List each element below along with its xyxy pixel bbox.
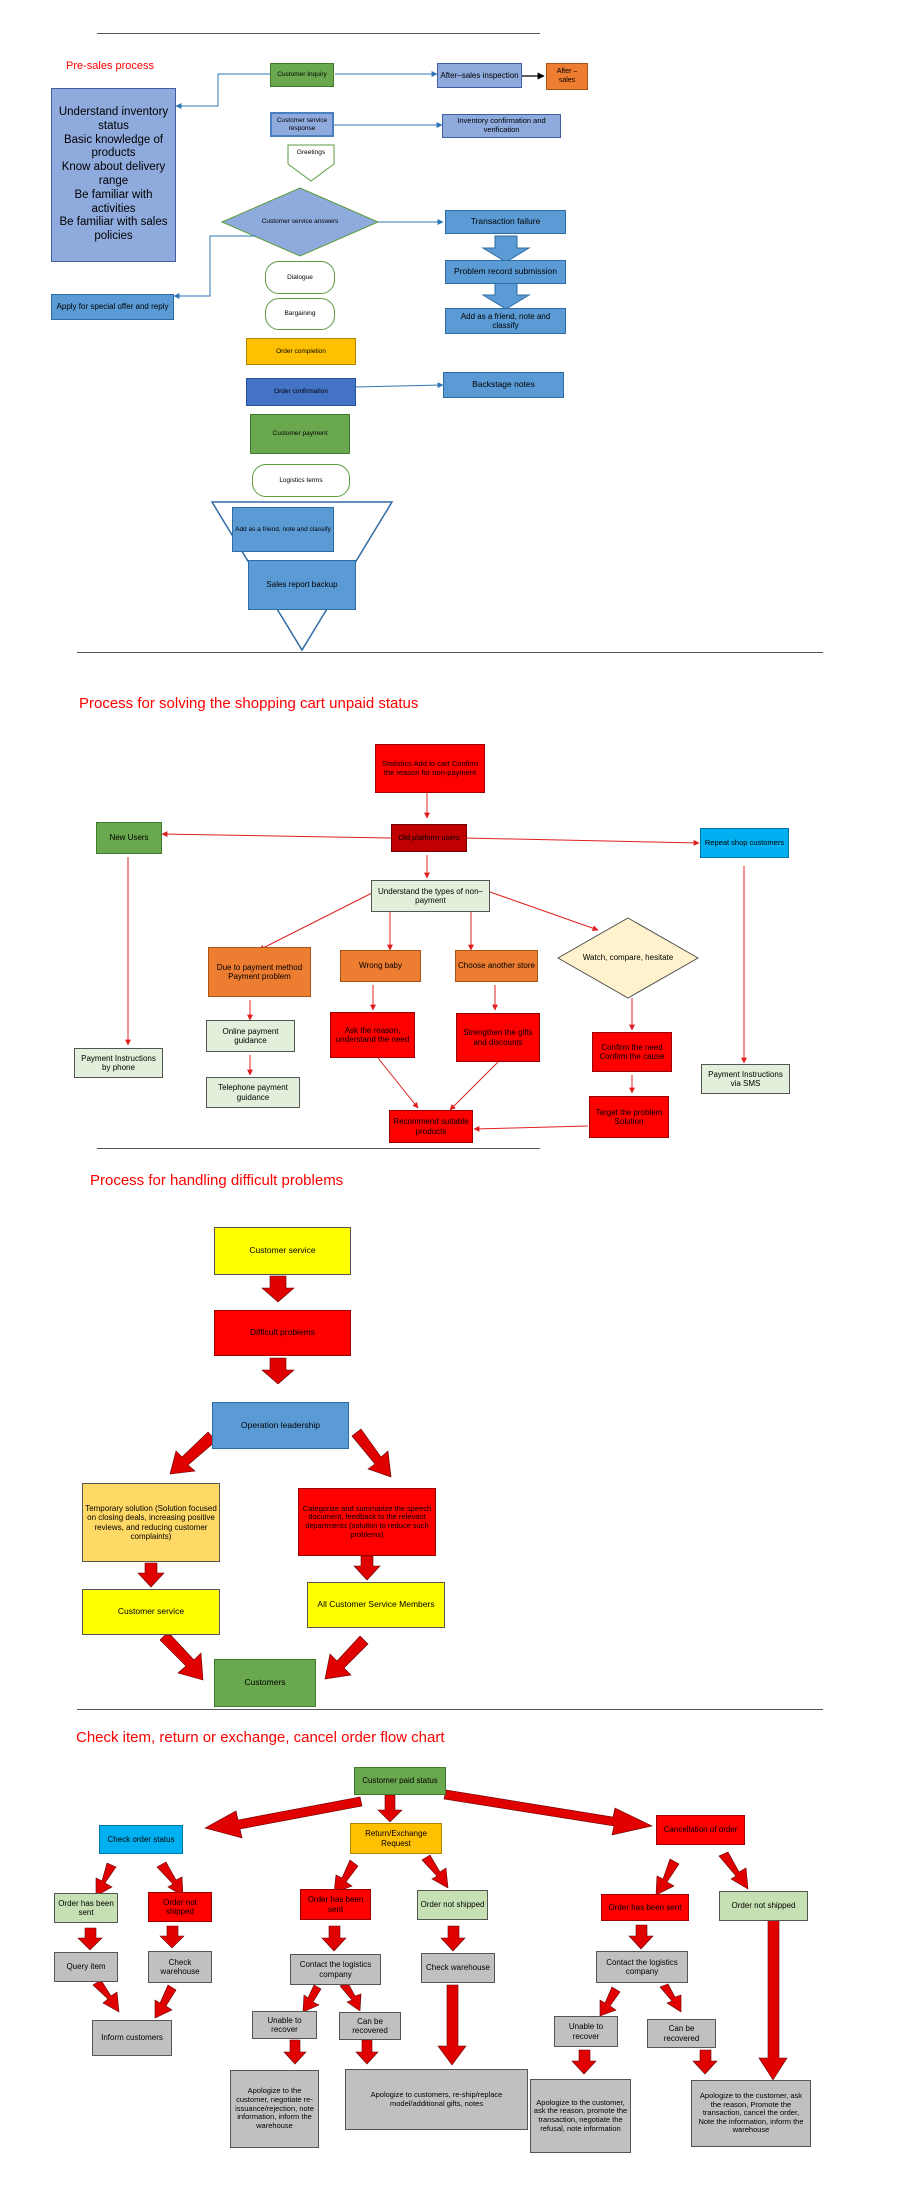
- check-order-status-node: Check order status: [99, 1825, 183, 1854]
- difficult-problems-node: Difficult problems: [214, 1310, 351, 1356]
- top-divider: [97, 33, 540, 34]
- inform-customers-node: Inform customers: [92, 2020, 172, 2056]
- customer-inquiry-node: Customer Inquiry: [270, 63, 334, 87]
- temporary-solution-node: Temporary solution (Solution focused on …: [82, 1483, 220, 1562]
- inventory-confirmation-node: Inventory confirmation and verification: [442, 114, 561, 138]
- sales-report-node: Sales report backup: [248, 560, 356, 610]
- down-block-arrow-1: [481, 235, 531, 263]
- m-check-warehouse-node: Check warehouse: [421, 1953, 495, 1983]
- r-order-sent-node: Order has been sent: [601, 1894, 689, 1921]
- greetings-shape: [287, 144, 335, 182]
- watch-compare-label: Watch, compare, hesitate: [582, 953, 674, 963]
- m-apologize-reissue-node: Apologize to the customer, negotiate re-…: [230, 2070, 319, 2148]
- r-unable-recover-node: Unable to recover: [554, 2016, 618, 2047]
- phone-instructions-node: Payment Instructions by phone: [74, 1048, 163, 1078]
- r-can-recover-node: Can be recovered: [647, 2019, 716, 2048]
- strengthen-gifts-node: Strengthen the gifts and discounts: [456, 1013, 540, 1062]
- wrong-baby-node: Wrong baby: [340, 950, 421, 982]
- special-offer-node: Apply for special offer and reply: [51, 294, 174, 320]
- cs-left-node: Customer service: [82, 1589, 220, 1635]
- logistics-terms-node: Logistics terms: [252, 464, 350, 497]
- confirm-need-node: Confirm the need Confirm the cause: [592, 1032, 672, 1072]
- knowledge-item: Understand inventory status: [58, 106, 169, 132]
- l-order-not-shipped-node: Order not shipped: [148, 1892, 212, 1922]
- order-confirmation-node: Order confirmation: [246, 378, 356, 406]
- query-item-node: Query item: [54, 1952, 118, 1982]
- all-members-node: All Customer Service Members: [307, 1582, 445, 1628]
- l-check-warehouse-node: Check warehouse: [148, 1951, 212, 1983]
- after-sales-node: After –sales: [546, 63, 588, 90]
- online-guidance-node: Online payment guidance: [206, 1020, 295, 1052]
- greetings-label: Greetings: [296, 149, 326, 157]
- statistics-node: Statistics Add to cart Confirm the reaso…: [375, 744, 485, 793]
- cs-answers-label: Customer service answers: [261, 218, 339, 226]
- target-problem-node: Target the problem Solution: [589, 1096, 669, 1138]
- customer-payment-node: Customer payment: [250, 414, 350, 454]
- l-order-sent-node: Order has been sent: [54, 1893, 118, 1923]
- transaction-failure-node: Transaction failure: [445, 210, 566, 234]
- after-sales-inspection-node: After–sales inspection: [437, 63, 522, 88]
- m-apologize-reship-node: Apologize to customers, re-ship/replace …: [345, 2069, 528, 2130]
- r-contact-logistics-node: Contact the logistics company: [596, 1951, 688, 1983]
- cs-top-node: Customer service: [214, 1227, 351, 1275]
- cs-response-node: Customer service response: [270, 112, 334, 137]
- backstage-notes-node: Backstage notes: [443, 372, 564, 398]
- r-apologize-cancel-node: Apologize to the customer, ask the reaso…: [691, 2080, 811, 2147]
- dialogue-node: Dialogue: [265, 261, 335, 294]
- down-block-arrow-2: [481, 282, 531, 310]
- order-flow-title: Check item, return or exchange, cancel o…: [76, 1729, 445, 1746]
- sms-instructions-node: Payment Instructions via SMS: [701, 1064, 790, 1094]
- r-order-not-shipped-node: Order not shipped: [719, 1891, 808, 1921]
- m-order-not-shipped-node: Order not shipped: [417, 1890, 488, 1920]
- confirmation-to-backstage-arrow: [354, 382, 444, 389]
- r-apologize-refusal-node: Apologize to the customer, ask the reaso…: [530, 2079, 631, 2153]
- customers-node: Customers: [214, 1659, 316, 1707]
- add-friend-funnel-node: Add as a friend, note and classify: [232, 507, 334, 552]
- cancellation-node: Cancellation of order: [656, 1815, 745, 1845]
- new-users-node: New Users: [96, 822, 162, 854]
- divider-3: [97, 1148, 540, 1149]
- inquiry-to-knowledge-arrow: [175, 73, 270, 109]
- m-contact-logistics-node: Contact the logistics company: [290, 1954, 381, 1985]
- m-unable-recover-node: Unable to recover: [252, 2011, 317, 2039]
- divider-4: [77, 1709, 823, 1710]
- recommend-node: Recommend suitable products: [389, 1110, 473, 1143]
- knowledge-box: Understand inventory status Basic knowle…: [51, 88, 176, 262]
- repeat-customers-node: Repeat shop customers: [700, 828, 789, 858]
- categorize-node: Categorize and summarize the speech docu…: [298, 1488, 436, 1556]
- knowledge-item: Know about delivery range: [61, 161, 166, 187]
- knowledge-item: Basic knowledge of products: [63, 133, 164, 160]
- cart-title: Process for solving the shopping cart un…: [79, 695, 419, 712]
- answers-to-offer-arrow: [173, 235, 256, 299]
- bargaining-node: Bargaining: [265, 298, 335, 330]
- m-can-recover-node: Can be recovered: [339, 2012, 401, 2040]
- operation-leadership-node: Operation leadership: [212, 1402, 349, 1449]
- knowledge-item: Be familiar with sales policies: [59, 216, 168, 243]
- payment-method-node: Due to payment method Payment problem: [208, 947, 311, 997]
- cs-answers-diamond: [220, 187, 380, 257]
- telephone-guidance-node: Telephone payment guidance: [206, 1077, 300, 1108]
- order-completion-node: Order completion: [246, 338, 356, 365]
- add-friend-right-node: Add as a friend, note and classify: [445, 308, 566, 334]
- problem-record-node: Problem record submission: [445, 260, 566, 284]
- difficult-title: Process for handling difficult problems: [90, 1172, 344, 1189]
- old-users-node: Old platform users: [391, 824, 467, 852]
- return-exchange-node: Return/Exchange Request: [350, 1823, 442, 1854]
- customer-paid-node: Customer paid status: [354, 1767, 446, 1795]
- understand-types-node: Understand the types of non–payment: [371, 880, 490, 912]
- m-order-sent-node: Order has been sent: [300, 1889, 371, 1920]
- another-store-node: Choose another store: [455, 950, 538, 982]
- ask-reason-node: Ask the reason, understand the need: [330, 1012, 415, 1058]
- knowledge-item: Be familiar with activities: [74, 188, 153, 215]
- presales-title: Pre-sales process: [66, 60, 155, 72]
- divider-2: [77, 652, 823, 653]
